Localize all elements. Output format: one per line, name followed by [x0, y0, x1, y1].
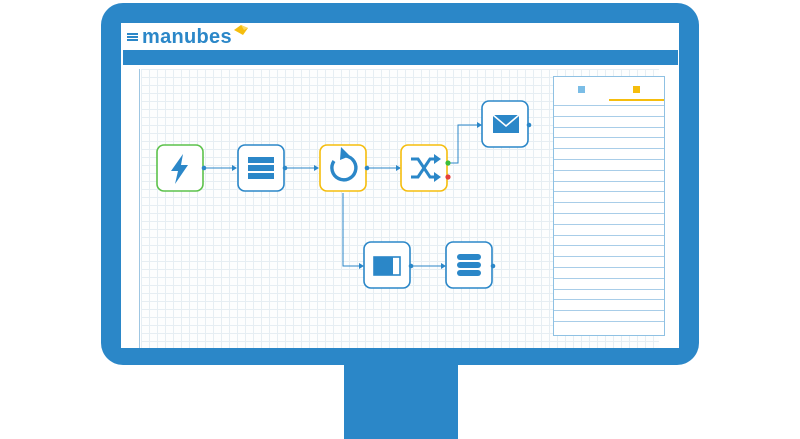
database-icon	[457, 254, 481, 276]
panel-row[interactable]	[554, 266, 664, 278]
panel-row[interactable]	[554, 191, 664, 202]
canvas-border	[139, 69, 140, 348]
panel-row[interactable]	[554, 310, 664, 321]
tab-square-icon	[578, 86, 585, 93]
port-dot	[408, 263, 414, 269]
list-icon	[248, 157, 274, 179]
panel-row[interactable]	[554, 277, 664, 289]
panel-row[interactable]	[554, 115, 664, 127]
panel-row[interactable]	[554, 256, 664, 267]
port-dot	[364, 165, 370, 171]
node-loop[interactable]	[319, 144, 370, 192]
panel-row[interactable]	[554, 148, 664, 159]
panel-row[interactable]	[554, 299, 664, 310]
lightning-icon	[171, 154, 188, 184]
panel-row[interactable]	[554, 137, 664, 148]
top-bar: manubes	[121, 23, 679, 50]
tab-square-icon	[633, 86, 640, 93]
port-dot	[282, 165, 288, 171]
logo-mark-icon	[234, 25, 248, 35]
panel-row[interactable]	[554, 288, 664, 300]
connectors	[204, 124, 477, 267]
app-logo[interactable]: manubes	[142, 26, 232, 48]
panel-row[interactable]	[554, 202, 664, 213]
success-port-dot	[445, 160, 451, 166]
workflow-diagram	[156, 100, 532, 289]
monitor-stand	[344, 365, 458, 439]
panel-row[interactable]	[554, 223, 664, 235]
panel-row[interactable]	[554, 105, 664, 116]
panel-row[interactable]	[554, 245, 664, 256]
side-panel	[553, 76, 665, 336]
node-email[interactable]	[481, 100, 532, 148]
toggle-icon	[373, 256, 401, 276]
panel-tab-2[interactable]	[609, 77, 664, 101]
toolbar-bar	[123, 50, 678, 65]
port-dot	[526, 122, 532, 128]
node-trigger[interactable]	[156, 144, 207, 192]
panel-row[interactable]	[554, 158, 664, 170]
node-list[interactable]	[237, 144, 288, 192]
panel-row[interactable]	[554, 169, 664, 181]
connector-loop-toggle	[342, 193, 359, 267]
shuffle-icon	[411, 157, 435, 179]
panel-tab-1[interactable]	[554, 77, 609, 101]
loop-icon	[330, 147, 358, 182]
port-dot	[490, 263, 496, 269]
node-database[interactable]	[445, 241, 496, 289]
panel-row[interactable]	[554, 180, 664, 192]
panel-row[interactable]	[554, 126, 664, 138]
hamburger-icon[interactable]	[127, 33, 138, 41]
node-toggle[interactable]	[363, 241, 414, 289]
connector-branch-email	[448, 124, 477, 164]
port-dot	[201, 165, 207, 171]
node-branch[interactable]	[400, 144, 451, 192]
panel-row[interactable]	[554, 234, 664, 246]
app-screen: manubes	[121, 23, 679, 348]
panel-row[interactable]	[554, 320, 664, 332]
error-port-dot	[445, 174, 451, 180]
panel-row[interactable]	[554, 212, 664, 224]
connector-arrows	[232, 122, 482, 269]
envelope-icon	[492, 114, 520, 133]
panel-rows	[554, 105, 664, 332]
